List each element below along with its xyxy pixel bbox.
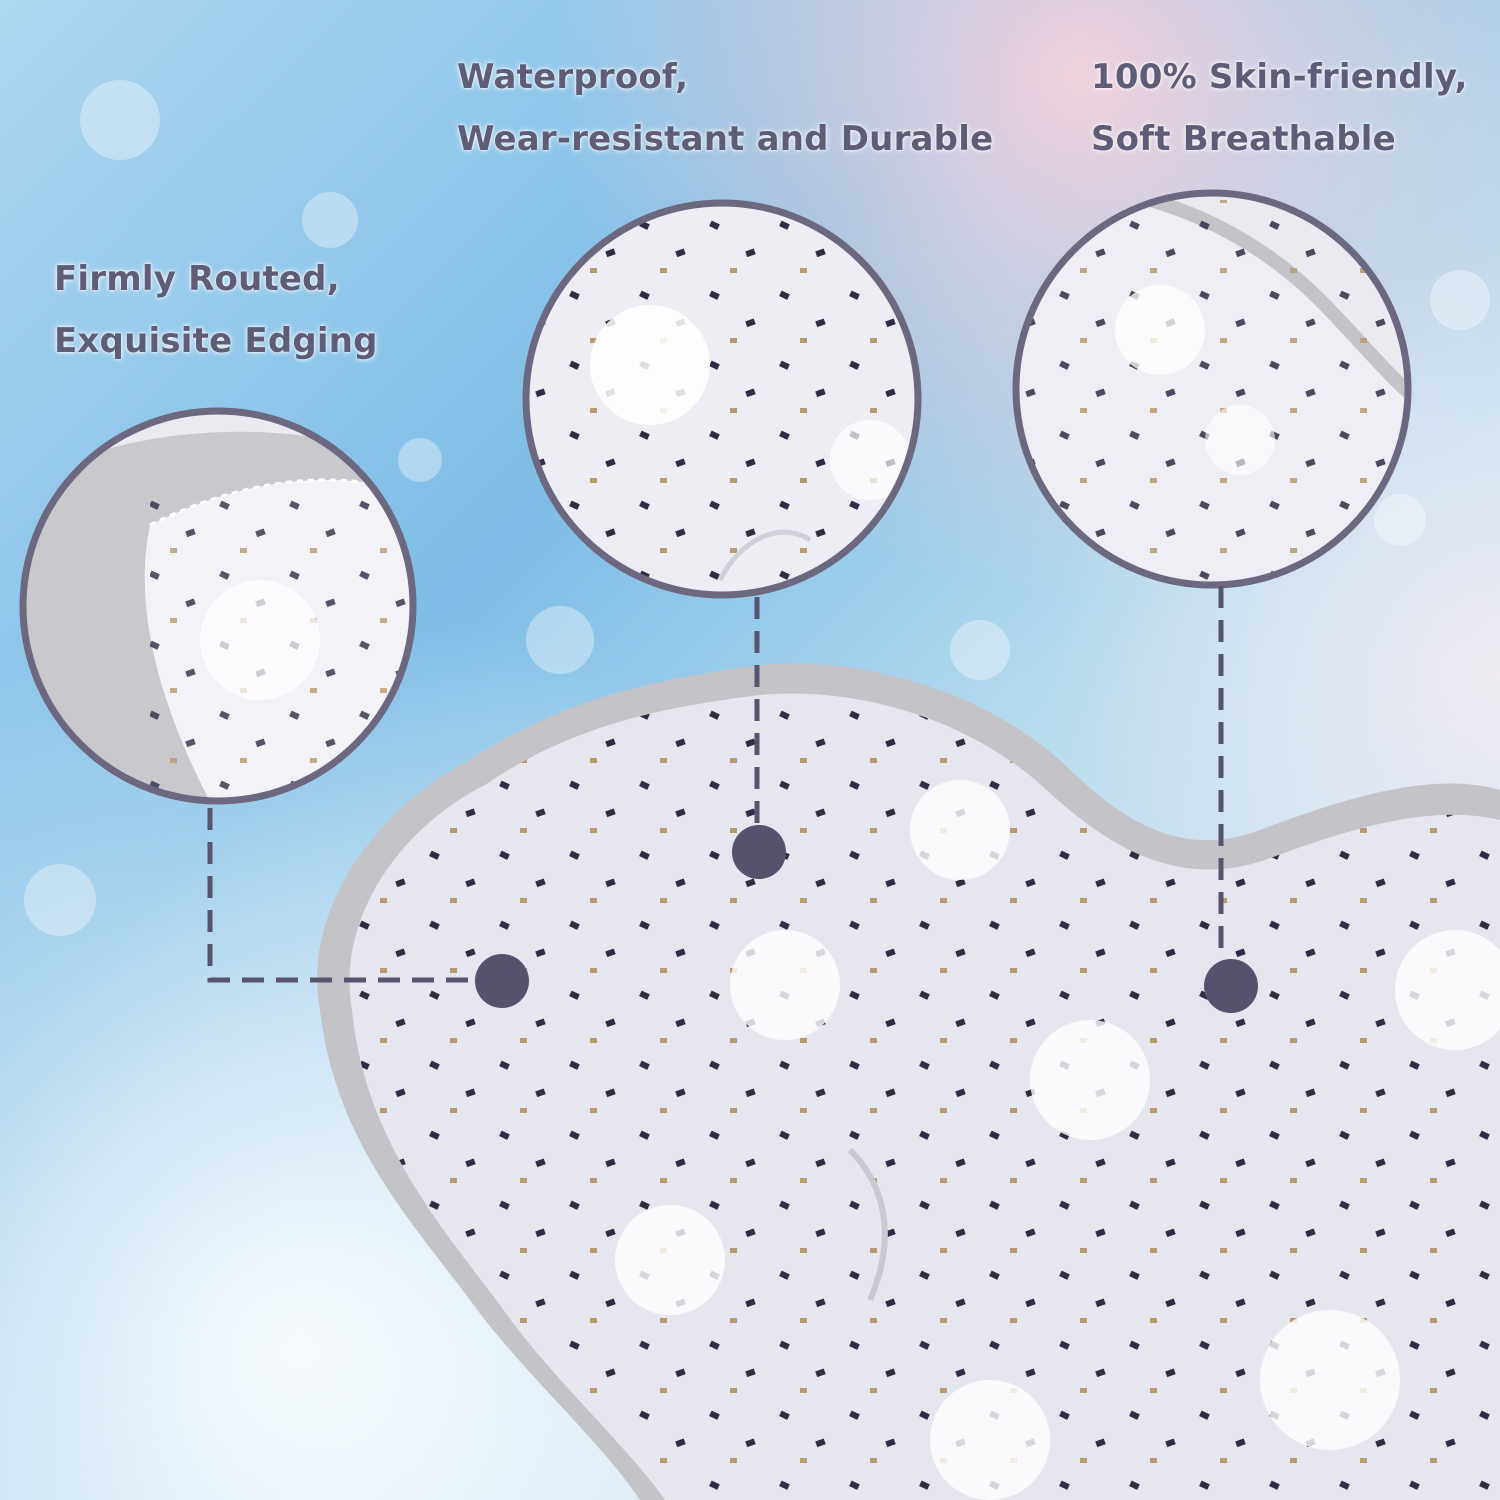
callout-marker-waterproof — [732, 825, 786, 879]
caption-waterproof: Waterproof, Wear-resistant and Durable — [457, 46, 993, 170]
caption-skin-line2: Soft Breathable — [1091, 119, 1396, 159]
callout-marker-skin — [1204, 959, 1258, 1013]
paw-mat — [317, 663, 1500, 1500]
zoom-circle-skin — [1012, 189, 1412, 589]
zoom-circle-waterproof — [522, 199, 922, 599]
caption-edging-line1: Firmly Routed, — [54, 259, 340, 299]
caption-waterproof-line1: Waterproof, — [457, 57, 689, 97]
callout-marker-edging — [475, 954, 529, 1008]
caption-edging: Firmly Routed, Exquisite Edging — [54, 248, 378, 372]
caption-waterproof-line2: Wear-resistant and Durable — [457, 119, 994, 159]
caption-skin-line1: 100% Skin-friendly, — [1091, 57, 1468, 97]
callout-lines — [207, 586, 1224, 983]
caption-edging-line2: Exquisite Edging — [54, 321, 378, 361]
caption-skin: 100% Skin-friendly, Soft Breathable — [1091, 46, 1468, 170]
